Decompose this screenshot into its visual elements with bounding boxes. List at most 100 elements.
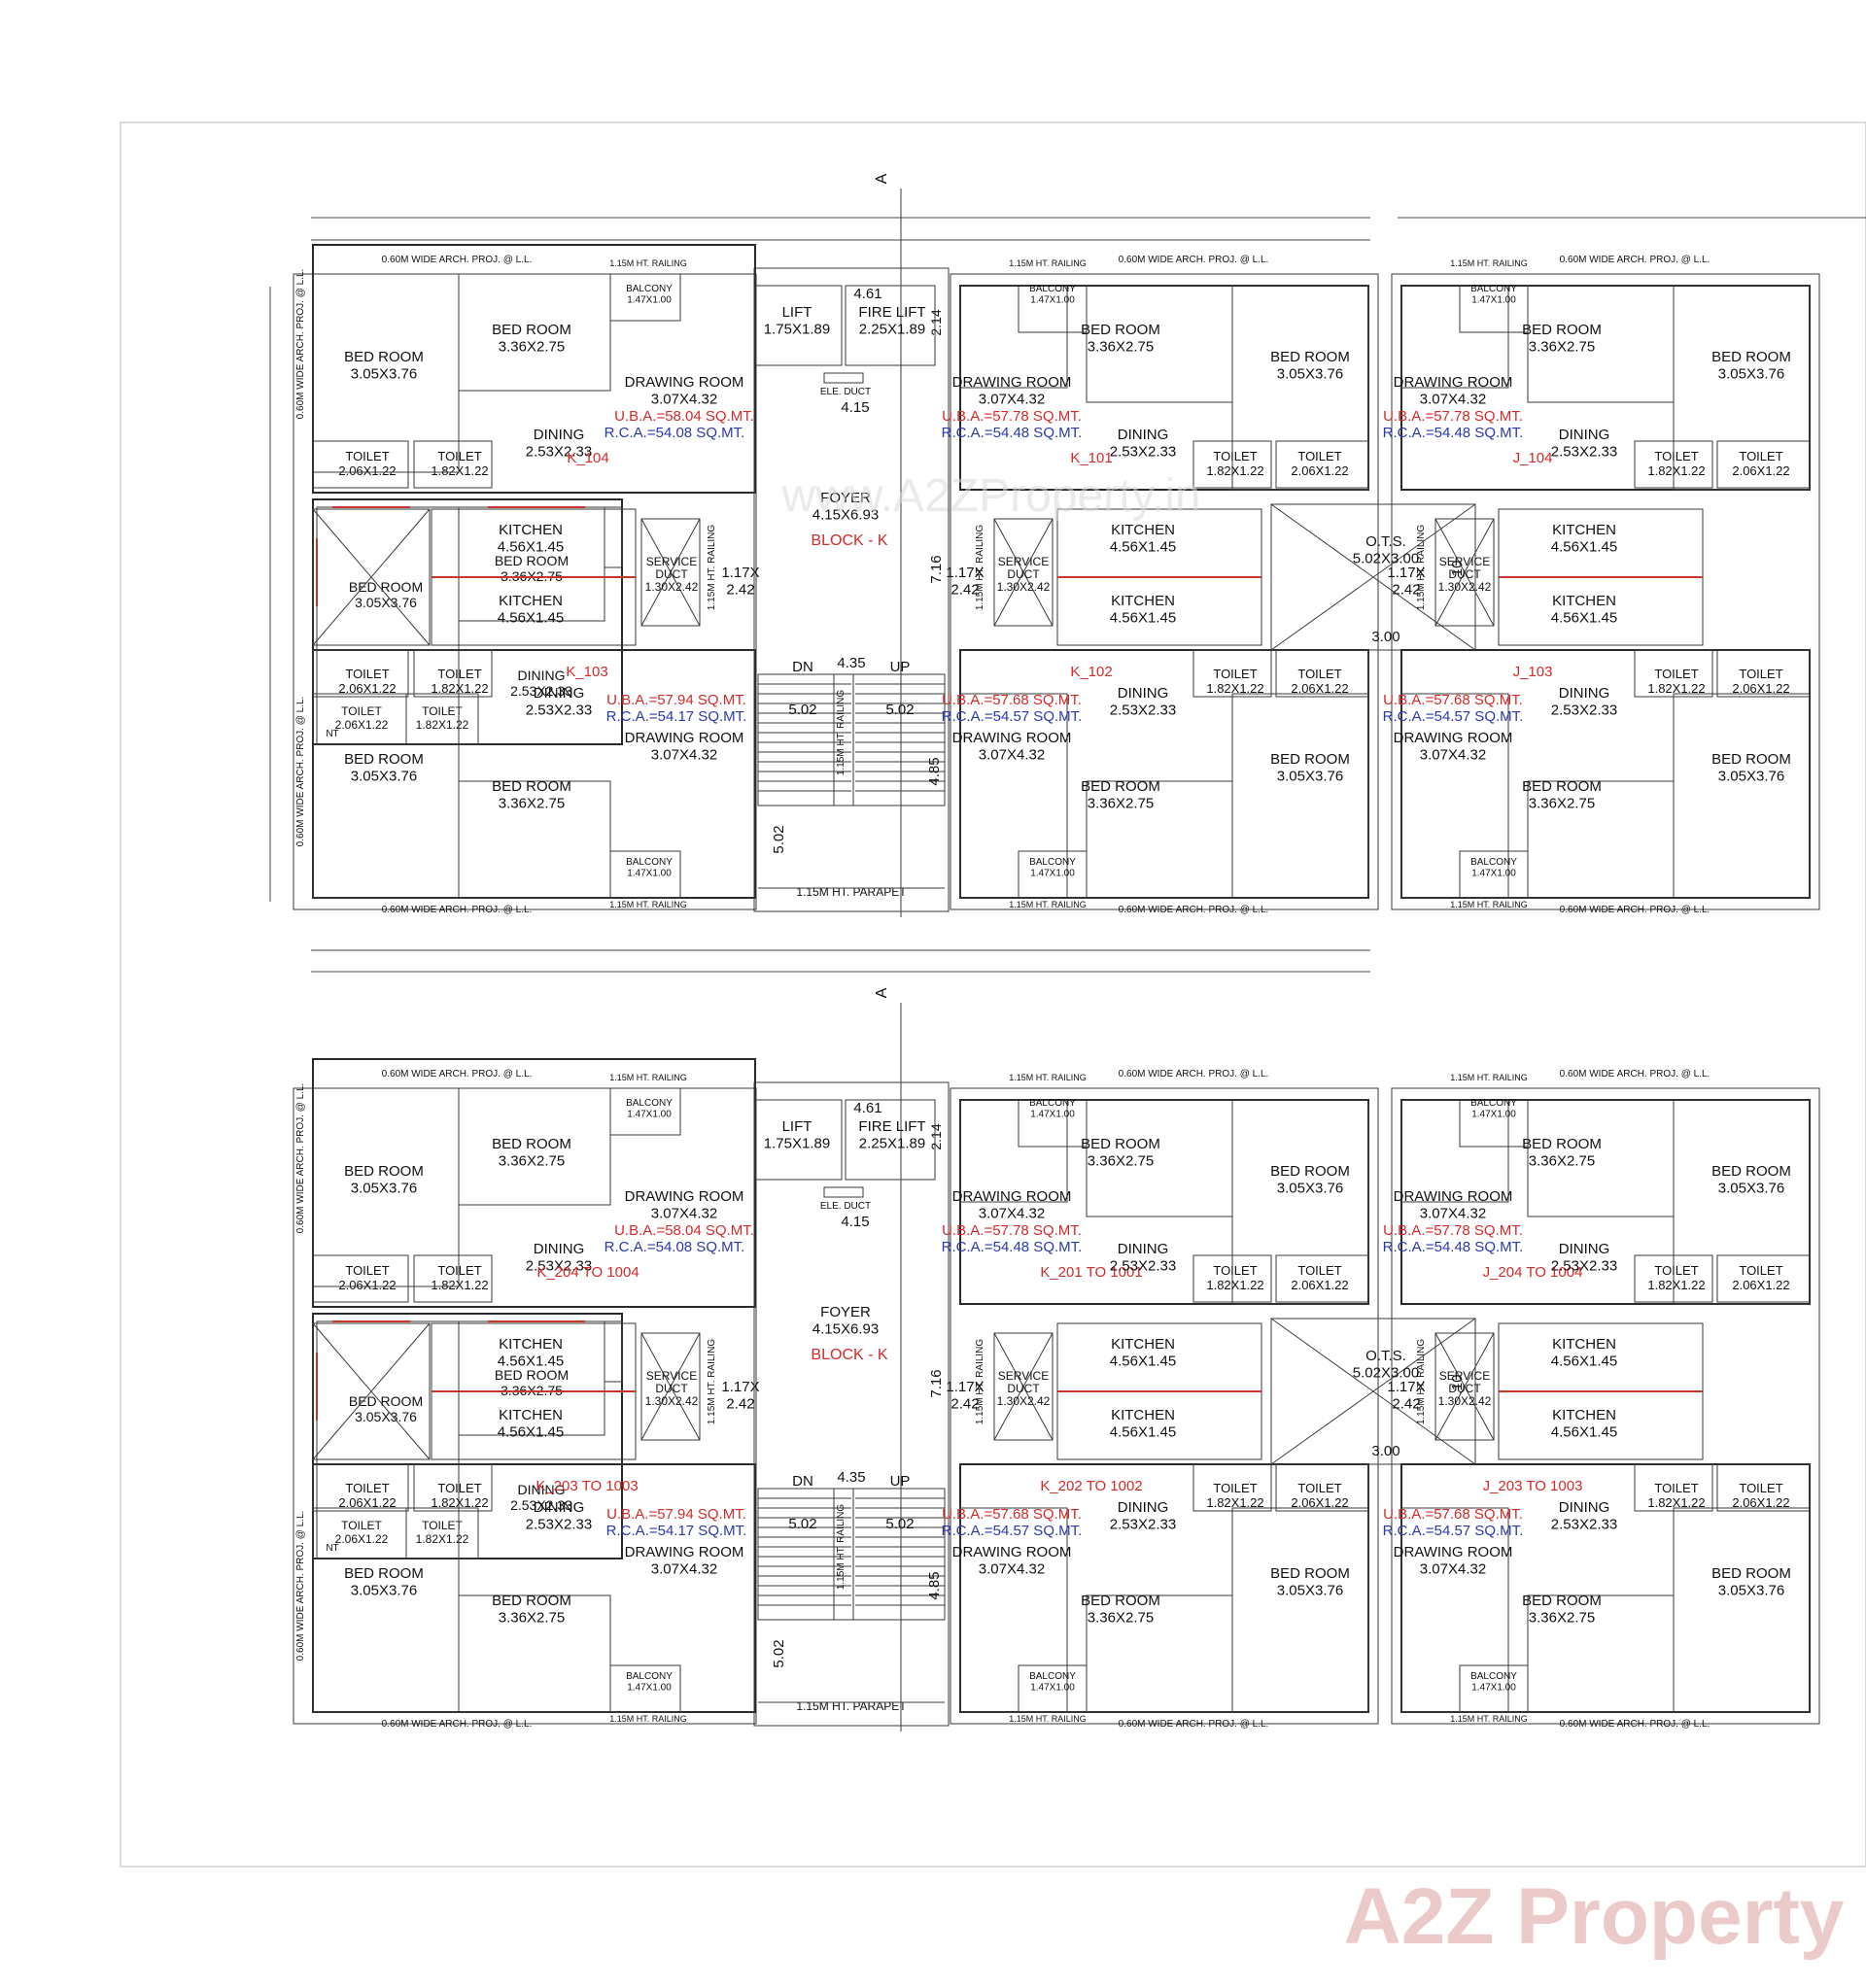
right-apartment-pair-top-toilet-b-label-line1: TOILET [1654,449,1698,463]
right-apartment-pair-top-bed-a [1673,1099,1811,1305]
shaft-diag-2 [312,1322,431,1460]
tl-toilet-a-line1: TOILET [345,1263,389,1278]
stair-up-label: UP [890,1473,911,1490]
bl-toilet-b-line2: 1.82X1.22 [431,1495,488,1510]
bl-rca: R.C.A.=54.17 SQ.MT. [606,708,747,725]
middle-apartment-pair-bottom-bed-a [1231,1507,1369,1713]
right-apartment-pair-top-rca: R.C.A.=54.48 SQ.MT. [1383,425,1524,441]
tl-toilet-a-line2: 2.06X1.22 [338,1278,396,1292]
right-apartment-pair-railing-top: 1.15M HT. RAILING [1450,1073,1528,1082]
kitchen-lower-line1: KITCHEN [499,593,563,609]
right-apartment-pair-top-bed-a-label-line1: BED ROOM [1711,1163,1791,1180]
bl-dining-line2: 2.53X2.33 [526,1516,592,1532]
right-apartment-pair-top-bed-a-label-line1: BED ROOM [1711,349,1791,365]
middle-apartment-pair-top-bed-b-label-line1: BED ROOM [1081,1136,1160,1152]
right-apartment-pair-bottom-toilet-a-label-line2: 2.06X1.22 [1732,1495,1789,1510]
dim-4-15: 4.15 [841,399,869,416]
right-apartment-pair-bottom-toilet-a [1716,1463,1811,1512]
tl-toilet-b-line2: 1.82X1.22 [431,1278,488,1292]
middle-apartment-pair-top-bed-a-label-line2: 3.05X3.76 [1277,1180,1343,1196]
right-apartment-pair-bottom-toilet-b-label-line2: 1.82X1.22 [1647,1495,1705,1510]
middle-apartment-pair-top-toilet-b-label-line2: 1.82X1.22 [1206,1278,1263,1292]
stair-dn-label: DN [792,1473,813,1490]
right-apartment-pair-top-bed-a-label-line2: 3.05X3.76 [1718,1180,1784,1196]
left-service-duct-label-line1: SERVICE [646,555,697,568]
right-apartment-pair-bottom-balcony [1459,1664,1529,1713]
tl-toilet-a-line2: 2.06X1.22 [338,463,396,478]
middle-apartment-pair-bottom-dining-label-line2: 2.53X2.33 [1110,702,1176,718]
right-apartment-pair-top-toilet-b-label-line2: 1.82X1.22 [1647,463,1705,478]
left-arch-proj-side-top: 0.60M WIDE ARCH. PROJ. @ L.L. [295,1083,306,1234]
middle-apartment-pair-top-bed-a-label-line1: BED ROOM [1270,349,1350,365]
tl-toilet-a-line1: TOILET [345,449,389,463]
middle-apartment-pair-bottom-drawing-label-line2: 3.07X4.32 [979,746,1045,763]
left-railing-top: 1.15M HT. RAILING [609,258,687,268]
middle-apartment-pair-kitchen-lower-line2: 4.56X1.45 [1110,1423,1176,1440]
right-apartment-pair-service-duct-label-line1: SERVICE [1439,1369,1490,1383]
toilet-a-label-line1: TOILET [341,1519,382,1532]
middle-apartment-pair-railing-bottom: 1.15M HT. RAILING [1009,900,1087,909]
right-apartment-pair-railing-bottom: 1.15M HT. RAILING [1450,900,1528,909]
unit-bl: TOILET2.06X1.22TOILET1.82X1.22K_103DININ… [312,649,756,899]
right-apartment-pair-bottom-drawing-label-line2: 3.07X4.32 [1420,746,1486,763]
stair-dn-label: DN [792,659,813,675]
tl-unit-id: K_204 TO 1004 [536,1264,639,1281]
right-apartment-pair-bottom-bed-a-label-line2: 3.05X3.76 [1718,1582,1784,1598]
right-apartment-pair-bottom-dining-label-line1: DINING [1559,685,1610,702]
middle-apartment-pair-bottom-dining-label-line1: DINING [1118,685,1169,702]
middle-apartment-pair-top-toilet-b-label-line2: 1.82X1.22 [1206,463,1263,478]
middle-apartment-pair-top-bed-b-label-line2: 3.36X2.75 [1088,1152,1154,1169]
ots-outline [1270,1318,1476,1465]
lift-label-line2: 1.75X1.89 [764,321,830,337]
middle-apartment-pair-top-bed-b-label-line2: 3.36X2.75 [1088,338,1154,355]
dining-label-line1: DINING [518,668,566,683]
right-apartment-pair-top-toilet-b [1634,1254,1713,1303]
bl-toilet-a-line2: 2.06X1.22 [338,1495,396,1510]
middle-apartment-pair-duct-diag-2 [993,518,1054,627]
left-arch-proj-bottom: 0.60M WIDE ARCH. PROJ. @ L.L. [382,1719,533,1730]
right-apartment-pair-kitchen-upper-line1: KITCHEN [1552,1336,1616,1353]
left-service-duct-label-line3: 1.30X2.42 [645,580,699,594]
middle-apartment-pair-bottom-toilet-a-label-line1: TOILET [1297,667,1341,681]
right-apartment-pair-bottom-toilet-a [1716,649,1811,698]
right-apartment-pair-service-duct-label-line3: 1.30X2.42 [1438,580,1492,594]
right-apartment-pair-arch-proj-top: 0.60M WIDE ARCH. PROJ. @ L.L. [1560,1069,1710,1080]
middle-apartment-pair-bottom-bed-b-label-line2: 3.36X2.75 [1088,1609,1154,1626]
bl-uba: U.B.A.=57.94 SQ.MT. [606,692,746,708]
right-apartment-pair-bottom-bed-a [1673,1507,1811,1713]
bl-balcony-walls [609,850,681,899]
tl-dining-line1: DINING [534,427,585,443]
right-apartment-pair-bottom-drawing [1400,693,1509,899]
ots-label-line1: O.T.S. [1365,1348,1406,1364]
left-duct-dim-line1: 1.17X [721,1379,759,1395]
left-arch-proj-side-top: 0.60M WIDE ARCH. PROJ. @ L.L. [295,269,306,420]
right-apartment-pair-top-toilet-b-label-line2: 1.82X1.22 [1647,1278,1705,1292]
middle-apartment-pair-bottom-dining-label-line1: DINING [1118,1499,1169,1516]
right-apartment-pair-top-toilet-a-label-line1: TOILET [1739,1263,1782,1278]
left-service-duct-label-line2: DUCT [655,1382,688,1395]
bl-toilet-a-line1: TOILET [345,667,389,681]
right-apartment-pair-top-bed-b-label-line2: 3.36X2.75 [1529,338,1595,355]
bl-balcony-walls [609,1664,681,1713]
bl-uba: U.B.A.=57.94 SQ.MT. [606,1506,746,1523]
tl-bedroom-b-line2: 3.36X2.75 [499,338,565,355]
right-apartment-pair-bottom-dining-label-line1: DINING [1559,1499,1610,1516]
middle-apartment-pair-top-bed-a [1231,285,1369,491]
right-apartment-pair-outline [1391,1087,1820,1725]
right-apartment-pair-kitchen-lower-line1: KITCHEN [1552,593,1616,609]
right-apartment-pair-bottom-toilet-b-label-line2: 1.82X1.22 [1647,681,1705,696]
middle-apartment-pair-service-duct [993,518,1054,627]
ots-width-dim: 3.00 [1371,1443,1400,1459]
middle-apartment-pair-top-bed-a [1231,1099,1369,1305]
middle-apartment-pair-bottom-drawing-label-line2: 3.07X4.32 [979,1560,1045,1577]
dim-7-16: 7.16 [928,555,945,583]
right-apartment-pair-service-duct-label-line2: DUCT [1448,1382,1481,1395]
tl-bedroom-a-line1: BED ROOM [344,1163,424,1180]
left-arch-proj-side-bottom: 0.60M WIDE ARCH. PROJ. @ L.L. [295,697,306,847]
right-apartment-pair-top-balcony-label-line1: BALCONY [1470,284,1517,294]
stair-well [833,1488,854,1621]
middle-apartment-pair-bottom-balcony [1018,850,1088,899]
fire-lift-shaft [845,1099,936,1181]
